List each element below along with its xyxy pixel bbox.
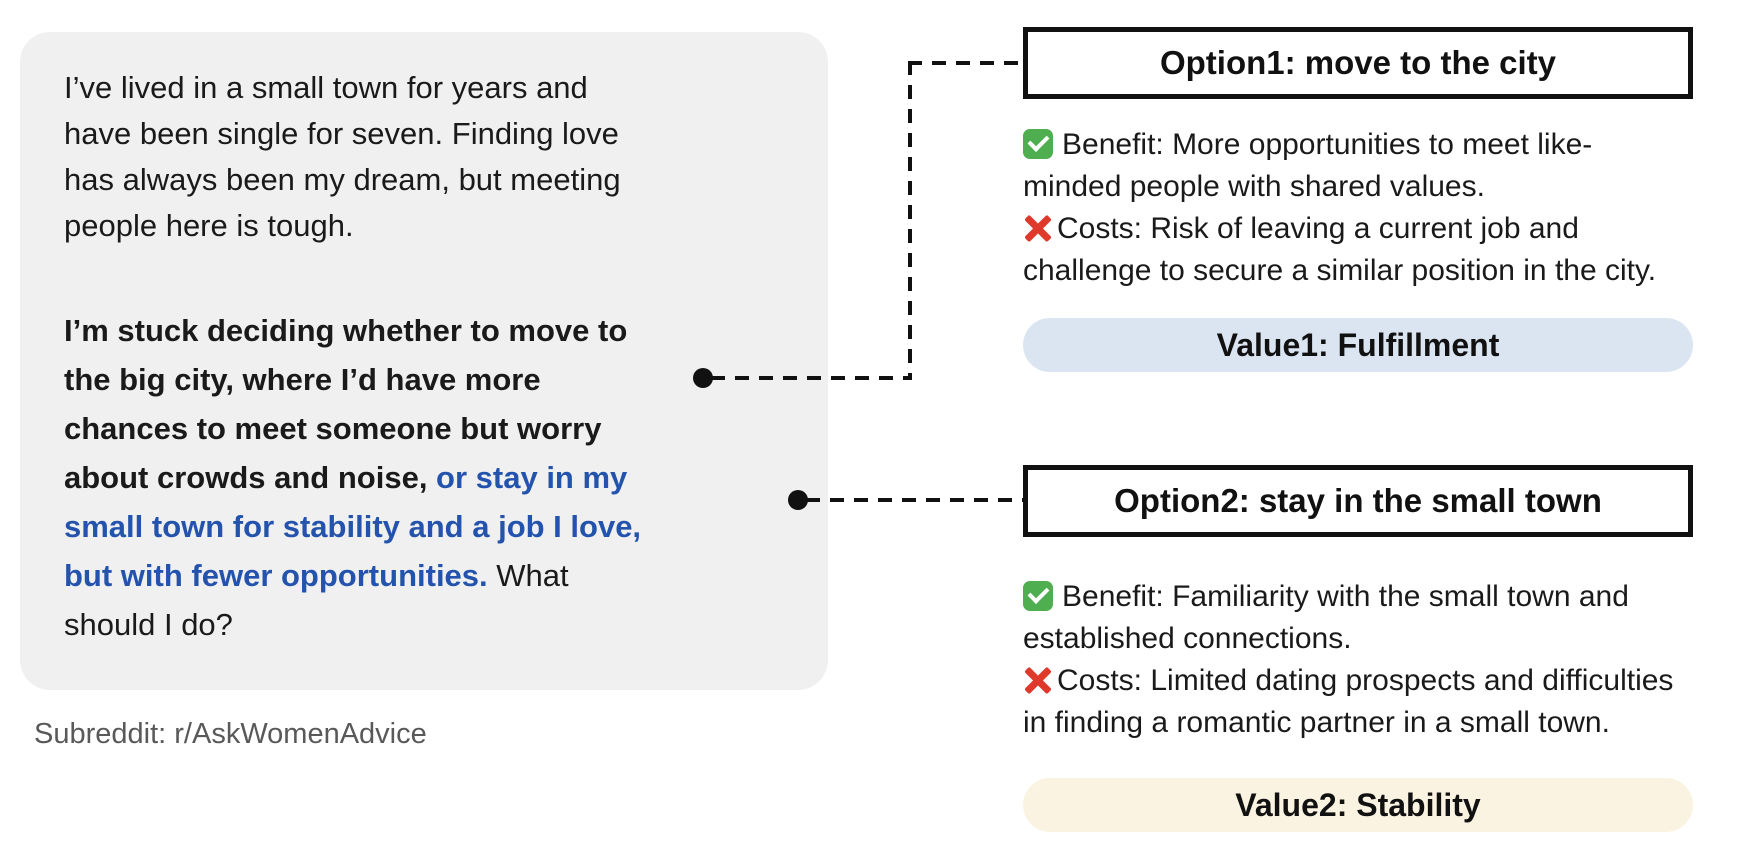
- decision-bold-text: I’m stuck deciding whether to move to th…: [64, 313, 628, 495]
- option1-benefit-cost-block: Benefit: More opportunities to meet like…: [1023, 124, 1753, 292]
- value2-pill: Value2: Stability: [1023, 778, 1693, 832]
- option1-benefit-text: Benefit: More opportunities to meet like…: [1023, 128, 1593, 203]
- cross-icon: [1023, 213, 1053, 243]
- post-intro-text: I’ve lived in a small town for years and…: [64, 70, 621, 243]
- post-decision-text: I’m stuck deciding whether to move to th…: [64, 306, 810, 649]
- value1-pill: Value1: Fulfillment: [1023, 318, 1693, 372]
- decision-highlight-text: or stay in my small town for stability a…: [64, 460, 642, 593]
- option2-benefit-text: Benefit: Familiarity with the small town…: [1023, 580, 1629, 655]
- connector2-dashed-line: [806, 498, 1025, 502]
- connector1-dot: [693, 368, 713, 388]
- connector1-dashed-line: [908, 61, 912, 380]
- option2-benefit-line: Benefit: Familiarity with the small town…: [1023, 576, 1753, 660]
- option1-costs-text: Costs: Risk of leaving a current job and…: [1023, 212, 1657, 287]
- option2-benefit-cost-block: Benefit: Familiarity with the small town…: [1023, 576, 1753, 744]
- check-icon: [1023, 129, 1053, 159]
- cross-icon: [1023, 665, 1053, 695]
- option2-costs-line: Costs: Limited dating prospects and diff…: [1023, 660, 1753, 744]
- reddit-post-card: I’ve lived in a small town for years and…: [20, 32, 828, 690]
- option1-box: Option1: move to the city: [1023, 27, 1693, 99]
- option1-costs-line: Costs: Risk of leaving a current job and…: [1023, 208, 1753, 292]
- decision-tail-text: What should I do?: [64, 558, 569, 642]
- check-icon: [1023, 581, 1053, 611]
- option2-box: Option2: stay in the small town: [1023, 465, 1693, 537]
- connector2-dot: [788, 490, 808, 510]
- subreddit-caption: Subreddit: r/AskWomenAdvice: [34, 718, 427, 750]
- connector1-dashed-line: [908, 61, 1025, 65]
- option1-benefit-line: Benefit: More opportunities to meet like…: [1023, 124, 1753, 208]
- option2-costs-text: Costs: Limited dating prospects and diff…: [1023, 664, 1674, 739]
- connector1-dashed-line: [711, 376, 910, 380]
